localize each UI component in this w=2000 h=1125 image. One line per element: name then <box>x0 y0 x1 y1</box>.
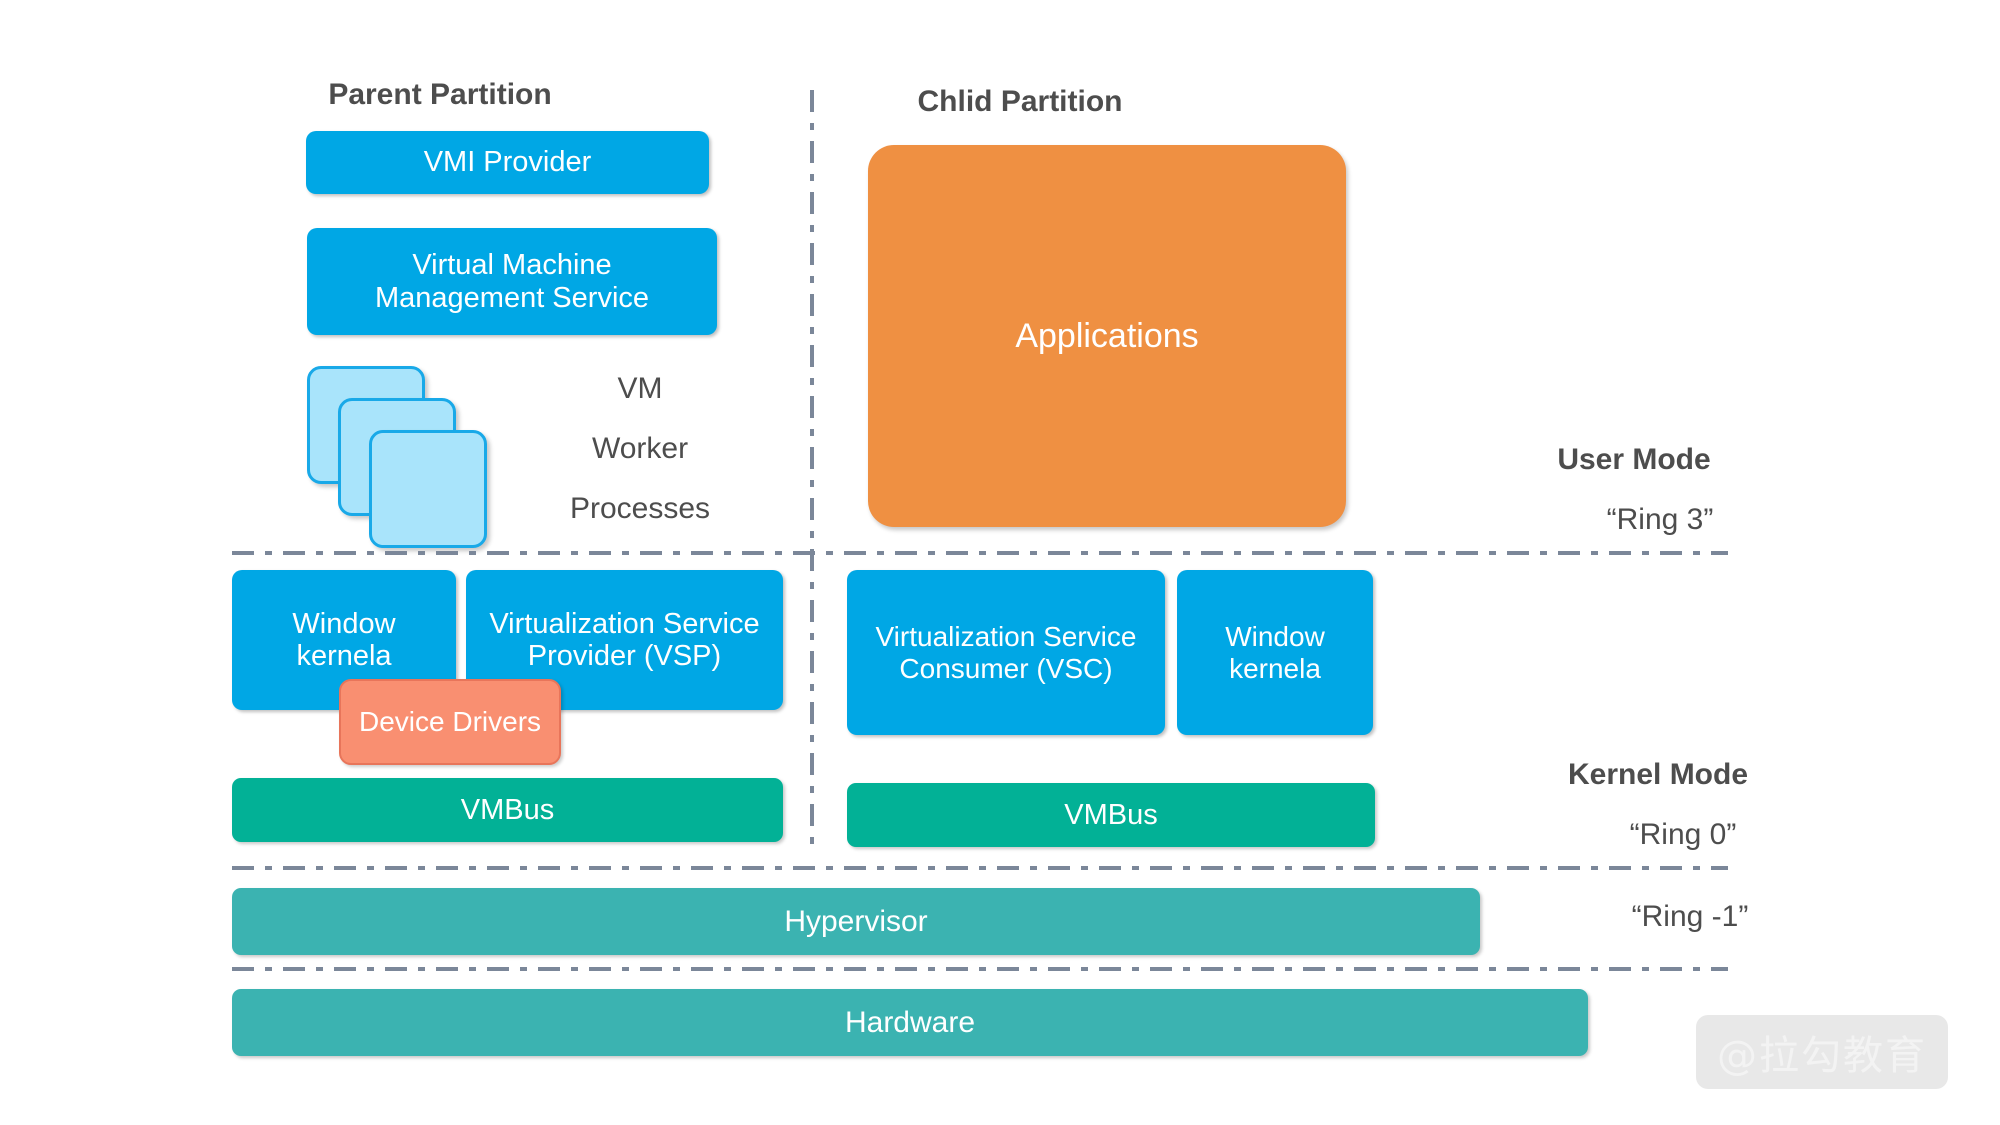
wmi-provider-box[interactable]: VMI Provider <box>306 131 709 194</box>
vm-worker-process-card-front[interactable] <box>369 430 487 548</box>
hypervisor-hardware-divider <box>232 967 1728 971</box>
vsc-box[interactable]: Virtualization Service Consumer (VSC) <box>847 570 1165 735</box>
watermark-badge: @拉勾教育 <box>1696 1015 1948 1089</box>
vmms-box[interactable]: Virtual Machine Management Service <box>307 228 717 335</box>
user-kernel-mode-divider <box>232 551 1728 555</box>
vm-worker-label-line-3: Processes <box>569 492 711 525</box>
kernel-mode-label: Kernel Mode <box>1567 758 1749 791</box>
device-drivers-box[interactable]: Device Drivers <box>339 679 561 765</box>
child-window-kernel-box[interactable]: Window kernela <box>1177 570 1373 735</box>
kernel-hypervisor-divider <box>232 866 1728 870</box>
child-partition-title: Chlid Partition <box>917 85 1123 118</box>
vm-worker-label-line-2: Worker <box>591 432 689 465</box>
partition-divider <box>810 90 814 850</box>
child-vmbus-bar[interactable]: VMBus <box>847 783 1375 847</box>
parent-vmbus-bar[interactable]: VMBus <box>232 778 783 842</box>
vm-worker-label-line-1: VM <box>617 372 663 405</box>
parent-partition-title: Parent Partition <box>328 78 552 111</box>
user-mode-label: User Mode <box>1557 443 1711 476</box>
applications-box[interactable]: Applications <box>868 145 1346 527</box>
hardware-bar[interactable]: Hardware <box>232 989 1588 1056</box>
ring-3-label: “Ring 3” <box>1606 503 1714 536</box>
vsp-box[interactable]: Virtualization Service Provider (VSP) <box>466 570 783 710</box>
ring-minus-1-label: “Ring -1” <box>1631 900 1749 933</box>
hypervisor-bar[interactable]: Hypervisor <box>232 888 1480 955</box>
ring-0-label: “Ring 0” <box>1629 818 1737 851</box>
